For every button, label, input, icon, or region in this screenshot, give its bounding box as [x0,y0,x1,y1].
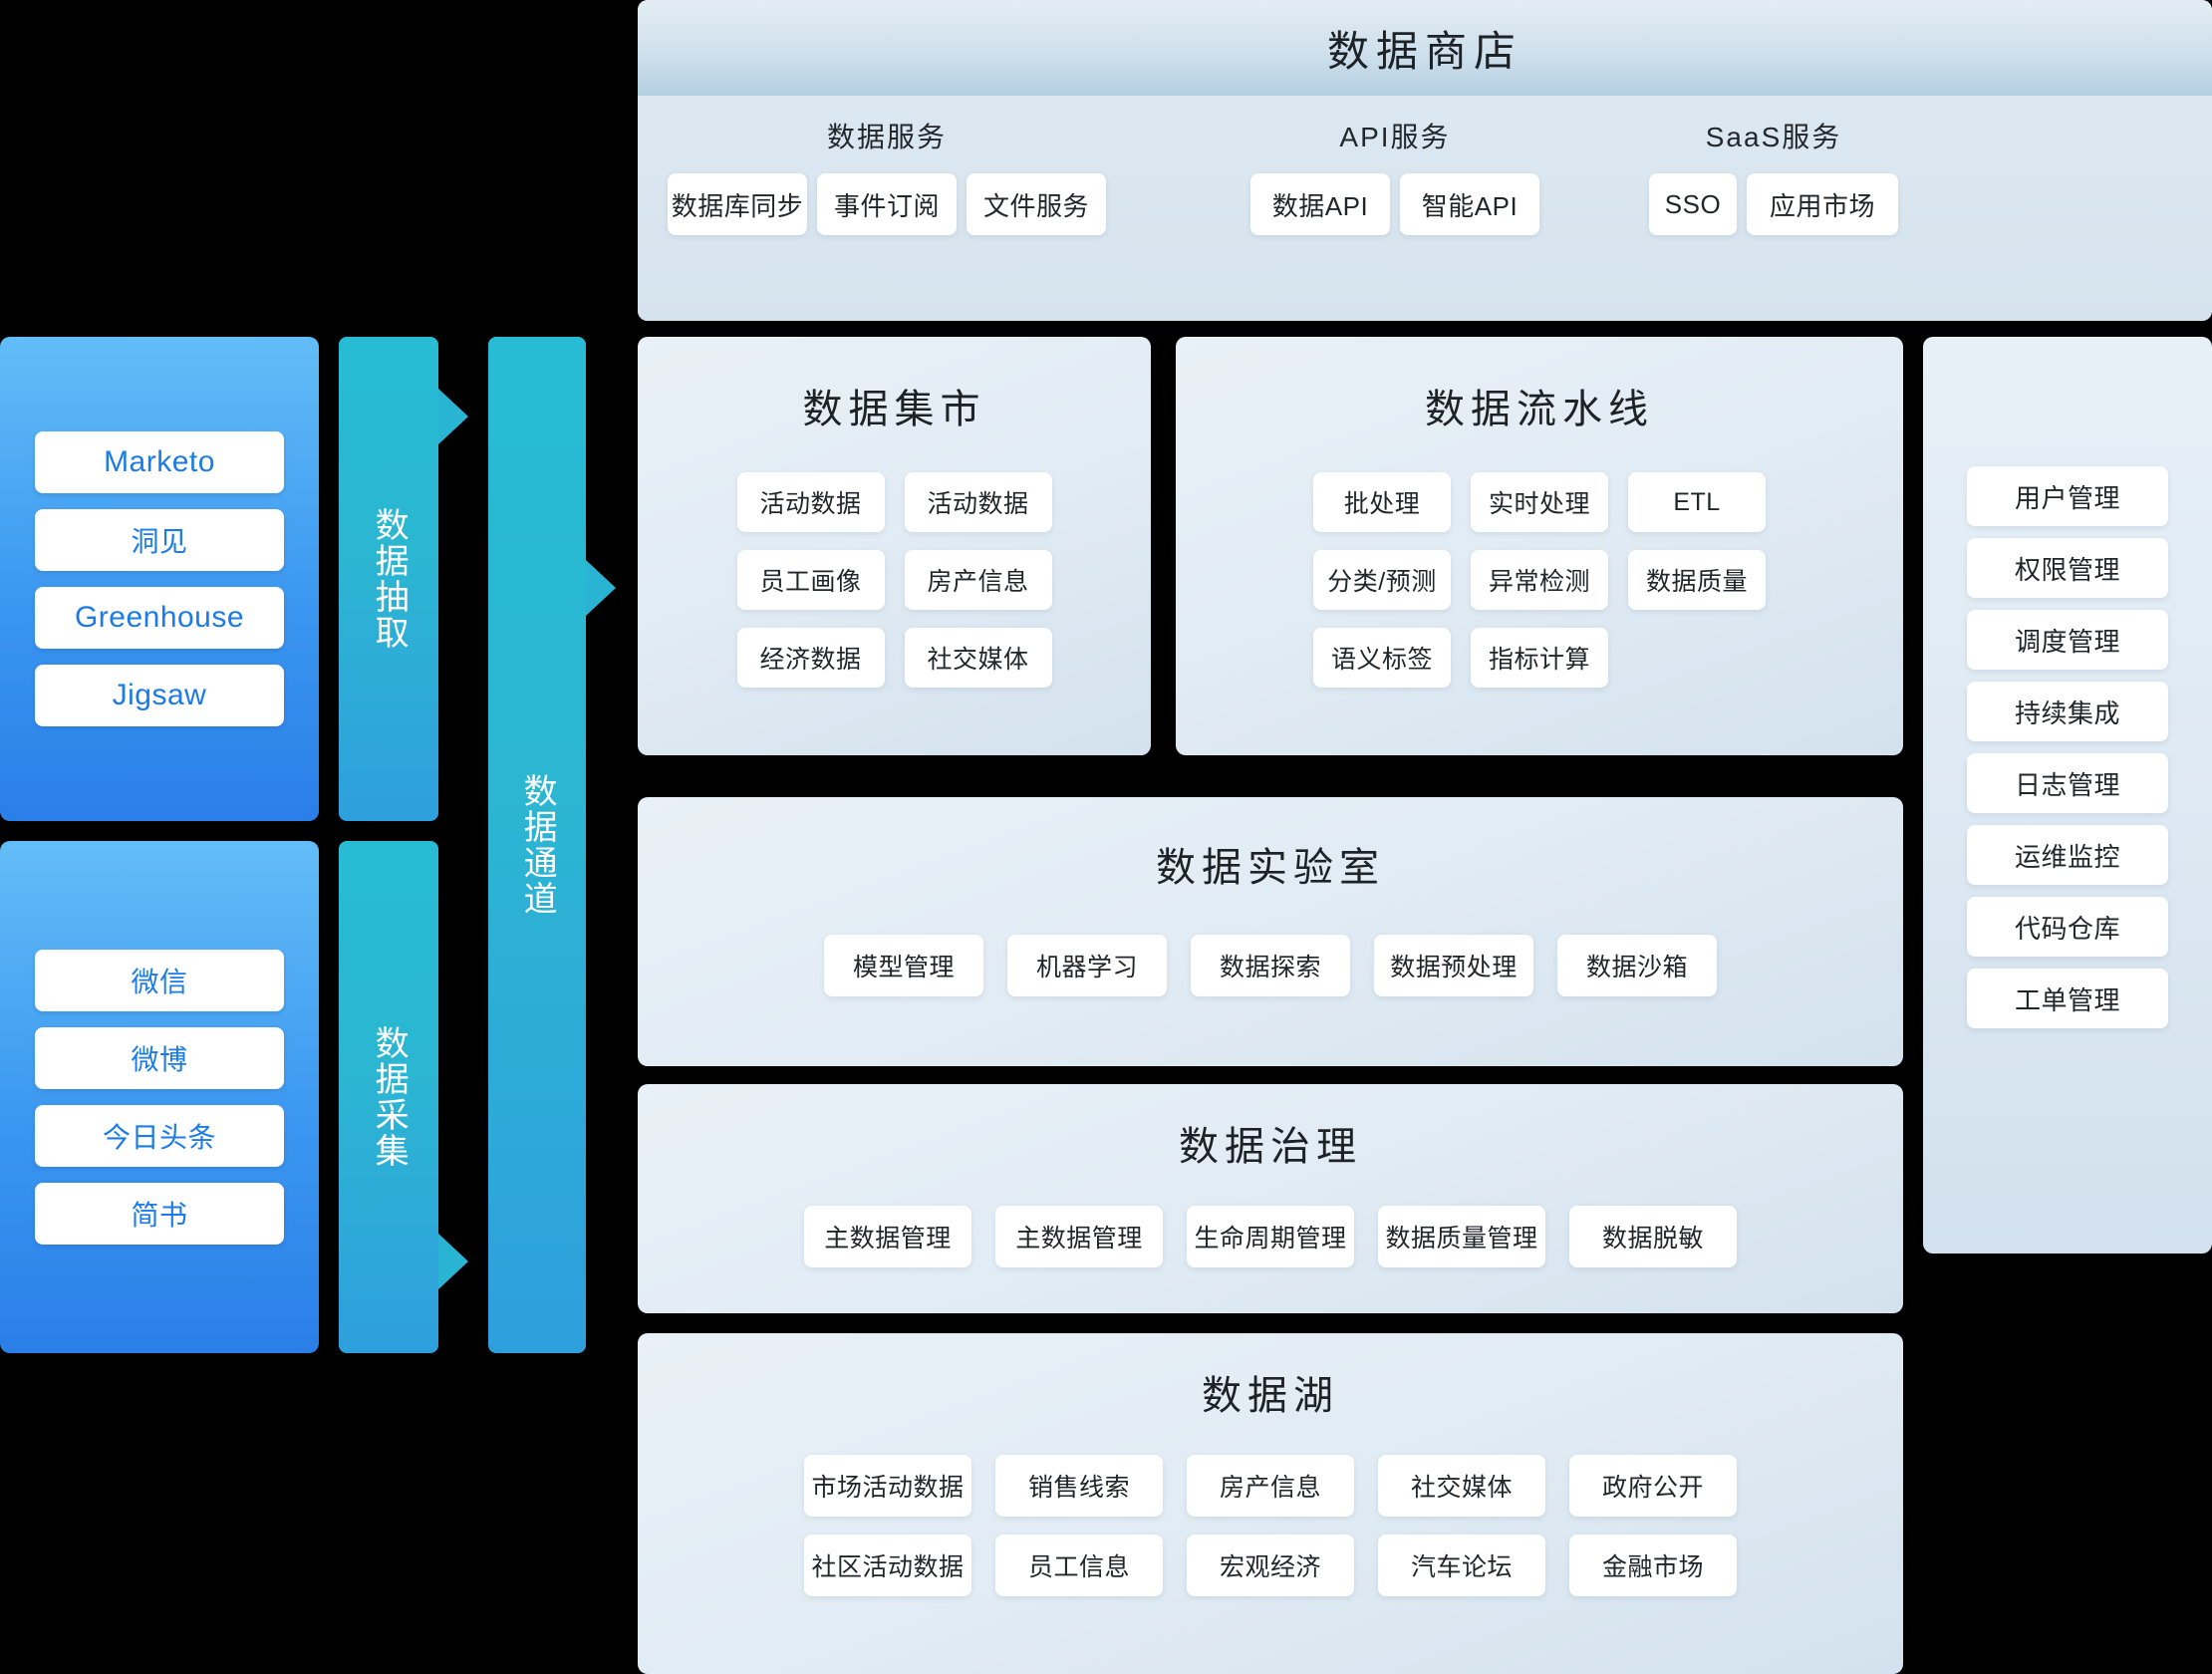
data-lake-item[interactable]: 金融市场 [1569,1534,1737,1596]
source-panel-social: 微信 微博 今日头条 简书 [0,841,319,1353]
data-pipeline-grid: 批处理 实时处理 ETL 分类/预测 异常检测 数据质量 语义标签 指标计算 [1176,472,1903,688]
stage-label: 数据抽取 [370,507,409,651]
data-mart-item[interactable]: 房产信息 [904,550,1052,610]
data-mart-item[interactable]: 员工画像 [736,550,885,610]
service-chip[interactable]: SSO [1649,173,1737,235]
data-mart-item[interactable]: 社交媒体 [904,628,1052,688]
service-group-api: API服务 数据API 智能API [1216,116,1574,235]
ops-item[interactable]: 运维监控 [1967,825,2168,885]
source-card[interactable]: Jigsaw [35,665,284,726]
stage-bar-collect: 数据采集 [339,841,468,1353]
arrow-right-icon [438,389,468,444]
data-lab-item[interactable]: 数据沙箱 [1557,935,1717,996]
stage-label: 数据采集 [370,1025,409,1169]
source-panel-enterprise: Marketo 洞见 Greenhouse Jigsaw [0,337,319,821]
service-group-data: 数据服务 数据库同步 事件订阅 文件服务 [658,116,1116,235]
data-lab-title: 数据实验室 [1156,846,1385,890]
data-lake-grid: 市场活动数据 销售线索 房产信息 社交媒体 政府公开 社区活动数据 员工信息 宏… [638,1455,1903,1596]
data-mart-item[interactable]: 经济数据 [736,628,885,688]
service-group-title: SaaS服务 [1705,122,1842,152]
data-pipeline-item[interactable]: 批处理 [1313,472,1451,532]
service-group-title: 数据服务 [826,122,947,152]
data-pipeline-item[interactable]: 实时处理 [1471,472,1608,532]
ops-item[interactable]: 用户管理 [1967,466,2168,526]
source-card[interactable]: Greenhouse [35,587,284,649]
data-mart-title: 数据集市 [802,388,986,431]
service-chip-row: 数据库同步 事件订阅 文件服务 [658,173,1116,235]
data-governance-panel: 数据治理 主数据管理 主数据管理 生命周期管理 数据质量管理 数据脱敏 [638,1084,1903,1313]
data-mart-panel: 数据集市 活动数据 活动数据 员工画像 房产信息 经济数据 社交媒体 [638,337,1151,755]
data-governance-item[interactable]: 数据脱敏 [1569,1206,1737,1267]
data-lake-item[interactable]: 宏观经济 [1187,1534,1354,1596]
data-lab-item[interactable]: 数据探索 [1191,935,1350,996]
ops-item[interactable]: 权限管理 [1967,538,2168,598]
data-lake-item[interactable]: 销售线索 [995,1455,1163,1517]
data-mart-grid: 活动数据 活动数据 员工画像 房产信息 经济数据 社交媒体 [638,472,1151,688]
source-card[interactable]: 简书 [35,1183,284,1245]
source-card[interactable]: 洞见 [35,509,284,571]
data-store-body: 数据服务 数据库同步 事件订阅 文件服务 API服务 数据API 智能API S… [638,96,2212,321]
ops-management-panel: 用户管理 权限管理 调度管理 持续集成 日志管理 运维监控 代码仓库 工单管理 [1923,337,2212,1254]
ops-item[interactable]: 代码仓库 [1967,897,2168,957]
service-chip-row: 数据API 智能API [1216,173,1574,235]
ops-item[interactable]: 持续集成 [1967,682,2168,741]
data-pipeline-item[interactable]: ETL [1628,472,1766,532]
data-pipeline-item[interactable]: 指标计算 [1471,628,1608,688]
data-pipeline-panel: 数据流水线 批处理 实时处理 ETL 分类/预测 异常检测 数据质量 语义标签 … [1176,337,1903,755]
service-group-saas: SaaS服务 SSO 应用市场 [1604,116,1943,235]
data-channel-bar: 数据通道 [488,337,616,1353]
data-lake-title: 数据湖 [1202,1374,1339,1418]
data-pipeline-item[interactable]: 数据质量 [1628,550,1766,610]
data-lake-item[interactable]: 房产信息 [1187,1455,1354,1517]
data-lake-item[interactable]: 社交媒体 [1378,1455,1545,1517]
data-lake-item[interactable]: 员工信息 [995,1534,1163,1596]
service-chip[interactable]: 数据库同步 [668,173,807,235]
data-mart-item[interactable]: 活动数据 [736,472,885,532]
service-chip[interactable]: 数据API [1250,173,1390,235]
data-pipeline-item[interactable]: 异常检测 [1471,550,1608,610]
data-governance-item[interactable]: 数据质量管理 [1378,1206,1545,1267]
data-channel-label: 数据通道 [518,773,557,917]
data-governance-item[interactable]: 主数据管理 [804,1206,971,1267]
data-lake-item[interactable]: 政府公开 [1569,1455,1737,1517]
ops-item[interactable]: 日志管理 [1967,753,2168,813]
source-card[interactable]: 微信 [35,950,284,1011]
data-governance-item[interactable]: 生命周期管理 [1187,1206,1354,1267]
data-store-panel: 数据商店 数据服务 数据库同步 事件订阅 文件服务 API服务 数据API 智能… [638,0,2212,321]
data-mart-item[interactable]: 活动数据 [904,472,1052,532]
ops-item[interactable]: 工单管理 [1967,969,2168,1028]
data-pipeline-title: 数据流水线 [1425,388,1654,431]
stage-bar-extract: 数据抽取 [339,337,468,821]
arrow-right-icon [586,560,616,616]
data-store-title: 数据商店 [1326,27,1522,75]
data-governance-title: 数据治理 [1179,1125,1362,1169]
service-chip[interactable]: 应用市场 [1747,173,1898,235]
data-lab-panel: 数据实验室 模型管理 机器学习 数据探索 数据预处理 数据沙箱 [638,797,1903,1066]
data-lab-item[interactable]: 数据预处理 [1374,935,1533,996]
arrow-right-icon [438,1234,468,1289]
data-lake-item[interactable]: 社区活动数据 [804,1534,971,1596]
source-card[interactable]: 微博 [35,1027,284,1089]
ops-item[interactable]: 调度管理 [1967,610,2168,670]
data-lake-panel: 数据湖 市场活动数据 销售线索 房产信息 社交媒体 政府公开 社区活动数据 员工… [638,1333,1903,1674]
data-lake-item[interactable]: 汽车论坛 [1378,1534,1545,1596]
service-chip-row: SSO 应用市场 [1604,173,1943,235]
source-card[interactable]: Marketo [35,431,284,493]
data-lab-item[interactable]: 机器学习 [1007,935,1167,996]
data-pipeline-item[interactable]: 分类/预测 [1313,550,1451,610]
data-lab-item[interactable]: 模型管理 [824,935,983,996]
data-store-header: 数据商店 [638,0,2212,96]
service-group-title: API服务 [1339,122,1451,152]
service-chip[interactable]: 文件服务 [967,173,1106,235]
data-lab-row: 模型管理 机器学习 数据探索 数据预处理 数据沙箱 [638,935,1903,996]
data-lake-item[interactable]: 市场活动数据 [804,1455,971,1517]
data-governance-item[interactable]: 主数据管理 [995,1206,1163,1267]
source-card[interactable]: 今日头条 [35,1105,284,1167]
data-pipeline-item[interactable]: 语义标签 [1313,628,1451,688]
data-governance-row: 主数据管理 主数据管理 生命周期管理 数据质量管理 数据脱敏 [638,1206,1903,1267]
service-chip[interactable]: 事件订阅 [817,173,957,235]
service-chip[interactable]: 智能API [1400,173,1539,235]
